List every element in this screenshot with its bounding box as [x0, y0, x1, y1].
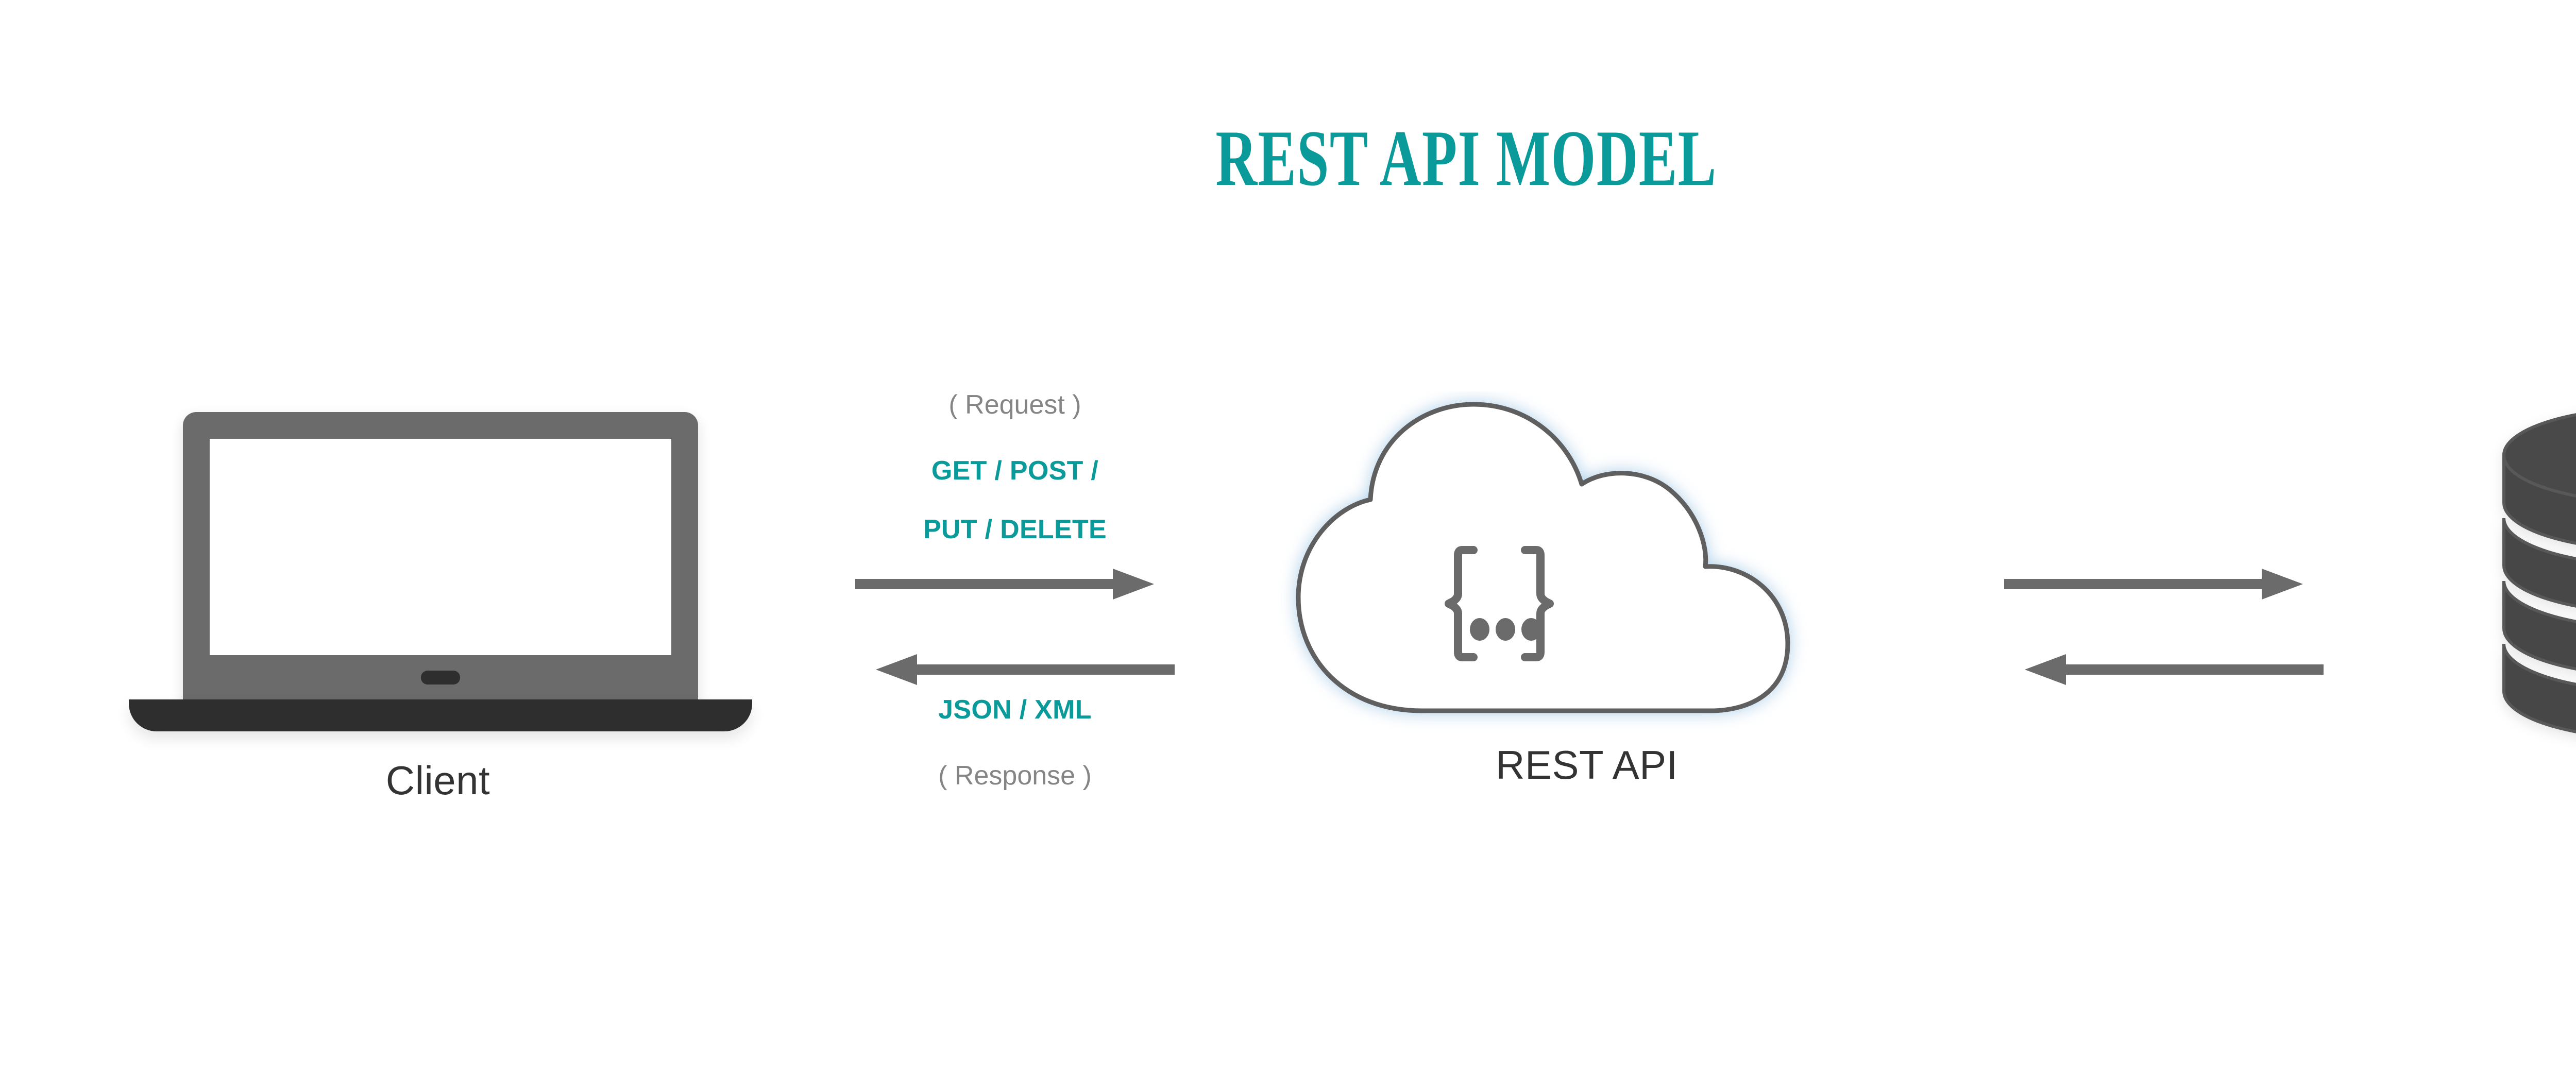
right-brace — [1521, 546, 1554, 661]
response-arrow-left — [876, 654, 1175, 685]
api-db-arrows — [2004, 567, 2324, 706]
request-note: ( Request ) — [948, 390, 1081, 420]
api-to-db-arrow-right — [2004, 569, 2303, 600]
curly-braces-ellipsis-icon — [1445, 546, 1554, 661]
database-label: Database — [2437, 734, 2576, 781]
request-methods-line-2: PUT / DELETE — [923, 515, 1107, 544]
dot-1 — [1470, 618, 1489, 641]
database-layers — [2502, 413, 2576, 733]
db-layer-4 — [2502, 643, 2576, 733]
ellipsis-dots — [1470, 618, 1541, 641]
bidirectional-arrow-pair — [855, 569, 1175, 685]
db-to-api-arrow-left — [2025, 654, 2324, 685]
dot-2 — [1496, 618, 1515, 641]
bidirectional-arrow-pair — [2004, 569, 2324, 685]
dot-3 — [1521, 618, 1541, 641]
api-label: REST API — [1496, 742, 1678, 788]
page-title: REST API MODEL — [1215, 114, 1717, 202]
client-node: Client — [129, 412, 752, 803]
database-node: Database — [2473, 397, 2576, 757]
laptop-trackpad-notch — [421, 671, 460, 685]
client-label: Client — [385, 758, 490, 803]
response-format-label: JSON / XML — [938, 695, 1092, 725]
database-cylinder-icon — [2502, 413, 2576, 733]
request-methods-line-1: GET / POST / — [931, 456, 1099, 486]
db-layer-2 — [2502, 518, 2576, 608]
left-brace — [1445, 546, 1478, 661]
response-note: ( Response ) — [938, 761, 1092, 791]
laptop-icon — [183, 412, 698, 706]
cloud-icon — [1296, 402, 1790, 713]
db-top-cap — [2502, 413, 2576, 498]
laptop-screen — [210, 439, 671, 655]
client-api-arrows — [855, 567, 1175, 706]
laptop-base — [129, 699, 752, 731]
request-arrow-right — [855, 569, 1154, 600]
db-layer-3 — [2502, 580, 2576, 671]
api-node: REST API — [1267, 391, 1906, 788]
